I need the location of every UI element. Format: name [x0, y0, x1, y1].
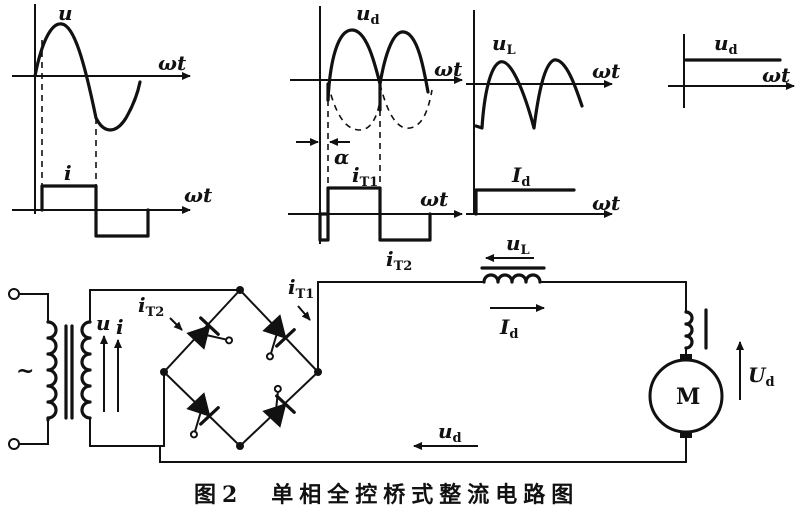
label-omega-t: ωt	[158, 51, 187, 75]
smoothing-inductor	[482, 273, 542, 284]
wave-iT2	[378, 212, 432, 242]
wave-i	[40, 184, 150, 238]
label-uL: uL	[506, 231, 530, 258]
label-u: u	[96, 311, 111, 335]
wave-ud-negative	[327, 83, 381, 131]
label-ud: ud	[356, 1, 380, 28]
label-ud: ud	[438, 419, 462, 446]
wire	[19, 420, 49, 445]
label-omega-t: ωt	[762, 63, 791, 87]
thyristor-T1	[262, 314, 296, 361]
label-i: i	[64, 161, 72, 185]
wire	[89, 289, 240, 322]
figure-caption: 图2 单相全控桥式整流电路图	[194, 482, 579, 508]
motor-brush	[680, 354, 692, 362]
waveform-panel-output: ud ωt α iT1 ωt iT2	[288, 1, 463, 274]
label-omega-t: ωt	[184, 183, 213, 207]
bridge-node	[236, 442, 244, 450]
wave-Id	[474, 188, 576, 216]
wave-uL	[474, 58, 584, 130]
waveform-panel-source: u ωt i ωt	[12, 1, 213, 238]
label-Ud: Ud	[748, 363, 775, 390]
bridge	[162, 288, 320, 448]
wave-ud-negative	[379, 83, 433, 129]
bridge-node	[160, 368, 168, 376]
label-uL: uL	[492, 31, 516, 58]
wire	[159, 438, 687, 463]
wave-u	[33, 22, 142, 132]
label-iT2: iT2	[138, 293, 164, 320]
secondary-winding	[80, 320, 92, 420]
label-omega-t: ωt	[592, 191, 621, 215]
circuit-diagram: ~ u i	[8, 231, 775, 463]
label-omega-t: ωt	[434, 57, 463, 81]
label-ud-dc: ud	[714, 31, 738, 58]
motor	[648, 358, 724, 434]
motor-brush	[680, 430, 692, 438]
field-winding	[684, 310, 694, 350]
arrow-iT2	[169, 317, 183, 331]
label-iT2: iT2	[386, 247, 412, 274]
waveform-panel-dc: ud ωt	[668, 31, 795, 108]
wave-ud	[326, 28, 430, 102]
wave-iT1	[318, 186, 382, 216]
arrow-iT1	[297, 305, 311, 321]
label-iT1: iT1	[352, 163, 378, 190]
wire	[89, 372, 165, 447]
thyristor-T2	[186, 316, 234, 350]
wave-iT2	[318, 212, 330, 242]
label-Id: Id	[511, 163, 530, 190]
thyristor-T3	[186, 392, 220, 439]
terminal	[8, 288, 20, 300]
label-alpha: α	[334, 145, 349, 169]
label-u: u	[58, 1, 73, 25]
label-Id: Id	[499, 315, 518, 342]
label-i: i	[116, 315, 124, 339]
ac-source-symbol: ~	[16, 358, 34, 384]
terminal	[8, 438, 20, 450]
primary-winding	[46, 320, 58, 422]
wire	[317, 281, 484, 372]
label-omega-t: ωt	[592, 59, 621, 83]
label-omega-t: ωt	[420, 187, 449, 211]
wire	[540, 281, 687, 312]
thyristor-T4	[262, 384, 296, 428]
motor-label: M	[676, 384, 700, 410]
wire	[19, 293, 49, 322]
label-iT1: iT1	[288, 275, 314, 302]
bridge-node	[236, 286, 244, 294]
waveform-panel-inductor: uL ωt Id ωt	[466, 10, 621, 218]
